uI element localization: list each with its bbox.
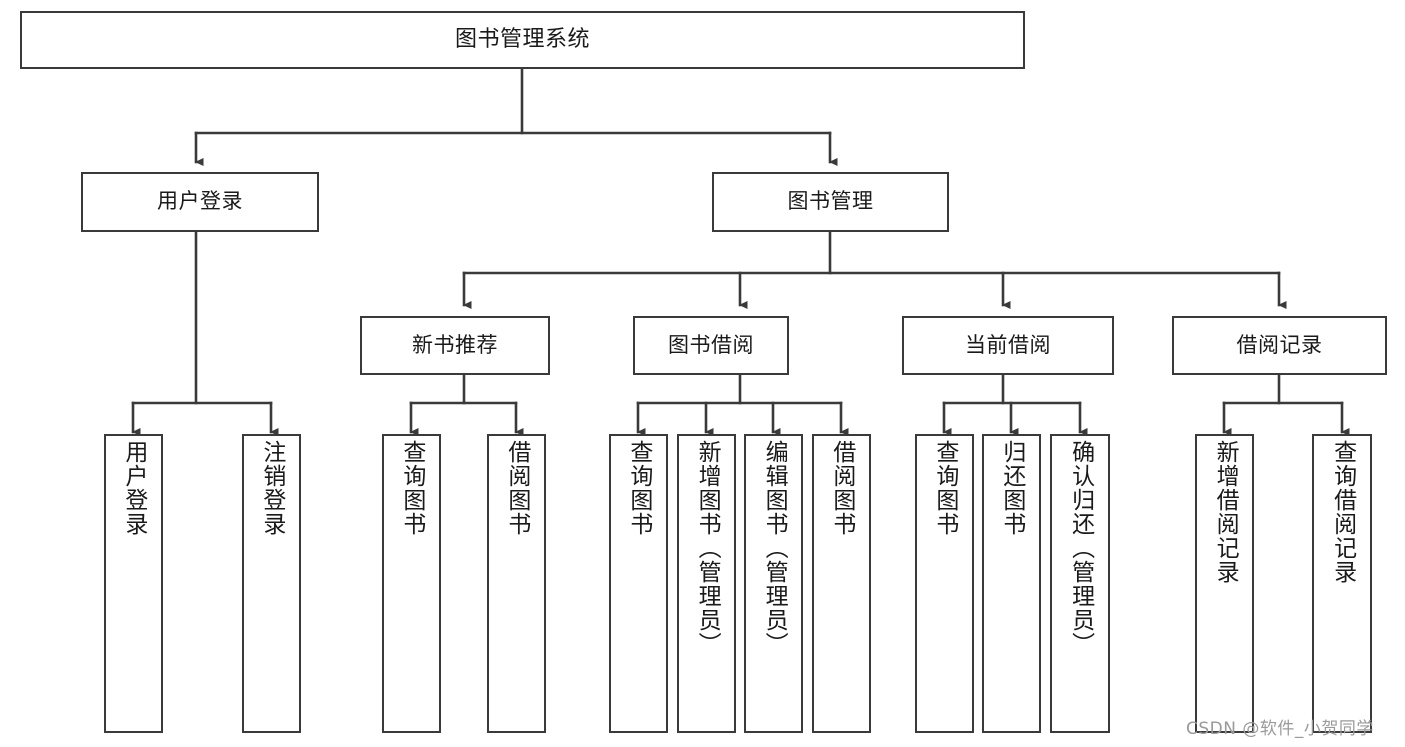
node-label: 用户登录: [120, 440, 147, 536]
node-label: 确认归还（管理员）: [1067, 440, 1094, 656]
node-label: 查询图书: [398, 440, 425, 536]
leaf-borrow-query-book[interactable]: 查询图书: [609, 434, 668, 733]
node-label: 图书管理: [787, 189, 874, 214]
node-label: 新增借阅记录: [1212, 440, 1239, 584]
leaf-current-return-book[interactable]: 归还图书: [982, 434, 1041, 733]
node-label: 借阅图书: [503, 440, 530, 536]
leaf-borrow-edit-book-admin[interactable]: 编辑图书（管理员）: [744, 434, 803, 733]
node-borrow-record[interactable]: 借阅记录: [1172, 316, 1387, 375]
node-label: 归还图书: [998, 440, 1025, 536]
csdn-watermark: CSDN @软件_小贺同学: [1186, 719, 1374, 739]
node-label: 查询图书: [625, 440, 652, 536]
node-label: 用户登录: [157, 189, 243, 214]
node-root-book-management-system[interactable]: 图书管理系统: [20, 11, 1025, 69]
leaf-record-add-borrow-record[interactable]: 新增借阅记录: [1195, 434, 1254, 733]
node-label: 查询图书: [931, 440, 958, 536]
leaf-user-login-logout[interactable]: 注销登录: [242, 434, 301, 733]
node-label: 图书管理系统: [454, 26, 590, 52]
node-label: 当前借阅: [965, 332, 1051, 357]
node-book-borrow[interactable]: 图书借阅: [633, 316, 789, 375]
node-label: 借阅记录: [1236, 332, 1323, 357]
node-label: 查询借阅记录: [1329, 440, 1356, 584]
leaf-new-book-borrow-book[interactable]: 借阅图书: [487, 434, 546, 733]
leaf-new-book-query-book[interactable]: 查询图书: [382, 434, 441, 733]
leaf-borrow-add-book-admin[interactable]: 新增图书（管理员）: [677, 434, 736, 733]
node-new-book-recommendation[interactable]: 新书推荐: [360, 316, 550, 375]
node-label: 图书借阅: [668, 332, 754, 357]
leaf-current-confirm-return-admin[interactable]: 确认归还（管理员）: [1050, 434, 1110, 733]
node-book-management[interactable]: 图书管理: [712, 172, 949, 232]
leaf-current-query-book[interactable]: 查询图书: [915, 434, 974, 733]
node-label: 新书推荐: [412, 332, 498, 357]
node-current-borrow[interactable]: 当前借阅: [902, 316, 1114, 375]
leaf-record-query-borrow-record[interactable]: 查询借阅记录: [1312, 434, 1372, 733]
leaf-borrow-borrow-book[interactable]: 借阅图书: [812, 434, 871, 733]
node-user-login[interactable]: 用户登录: [81, 172, 319, 232]
node-label: 编辑图书（管理员）: [761, 440, 788, 656]
node-label: 借阅图书: [828, 440, 855, 536]
node-label: 新增图书（管理员）: [694, 440, 721, 656]
leaf-user-login-login[interactable]: 用户登录: [104, 434, 163, 733]
node-label: 注销登录: [258, 440, 285, 536]
